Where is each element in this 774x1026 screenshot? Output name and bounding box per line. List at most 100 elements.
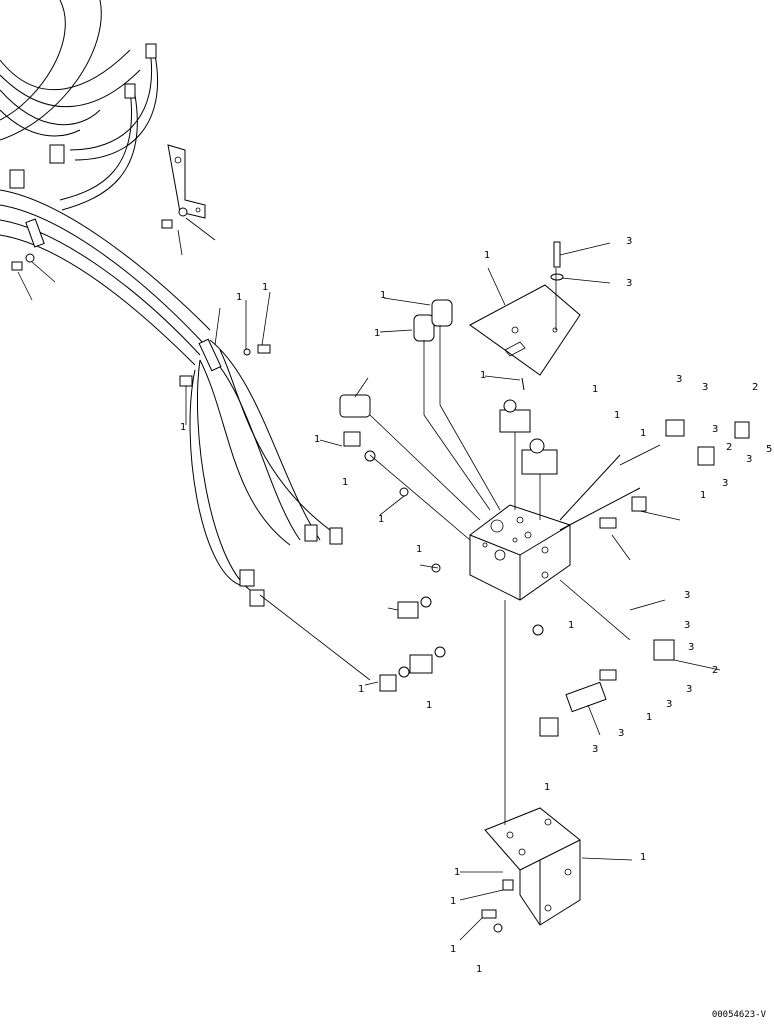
- callout-18: 3: [722, 478, 728, 489]
- bolt-1: [11, 261, 23, 271]
- callout-12: 3: [676, 374, 682, 385]
- cover-plate: [469, 284, 581, 376]
- bolt-4: [481, 909, 497, 919]
- elbow-fitting-6: [379, 674, 397, 692]
- callout-20: 1: [700, 490, 706, 501]
- bolt-top: [553, 241, 561, 268]
- right-fittings: [539, 419, 750, 737]
- stop-valve-2: [521, 449, 558, 475]
- callout-10: 1: [314, 434, 320, 445]
- bolt-2: [161, 219, 173, 229]
- callout-9: 1: [640, 428, 646, 439]
- o-ring-1: [364, 450, 376, 462]
- elbow-fitting-3: [653, 639, 675, 661]
- harness-bracket: [167, 144, 206, 219]
- elbow-fitting-4: [343, 431, 361, 447]
- adapter-1: [697, 446, 715, 466]
- elbow-fitting-1: [665, 419, 685, 437]
- hose-fitting-6: [249, 589, 265, 607]
- leader-lines: [17, 217, 721, 941]
- adapter-2: [539, 717, 559, 737]
- elbow-fitting-5: [397, 601, 419, 619]
- callout-40: 1: [180, 422, 186, 433]
- callout-35: 1: [450, 896, 456, 907]
- callout-43: 1: [544, 782, 550, 793]
- solenoid-connector: [339, 394, 371, 418]
- callout-26: 2: [712, 665, 718, 676]
- callout-14: 2: [752, 382, 758, 393]
- elbow-fitting-2: [734, 421, 750, 439]
- callout-34: 1: [454, 867, 460, 878]
- callout-23: 3: [684, 590, 690, 601]
- connector-1: [49, 144, 65, 164]
- callout-22: 1: [416, 544, 422, 555]
- callout-24: 3: [684, 620, 690, 631]
- callout-28: 3: [666, 699, 672, 710]
- o-ring-4: [398, 666, 410, 678]
- callout-17: 3: [746, 454, 752, 465]
- harness-hardware: [11, 207, 271, 387]
- connector-2: [9, 169, 25, 189]
- callout-8: 1: [614, 410, 620, 421]
- callout-7: 1: [592, 384, 598, 395]
- pressure-switch-2: [431, 299, 453, 327]
- callout-31: 3: [592, 744, 598, 755]
- pressure-switches: [339, 241, 564, 475]
- washer-top: [550, 273, 564, 281]
- callout-37: 1: [476, 964, 482, 975]
- callout-39: 1: [262, 282, 268, 293]
- hose-harness: [0, 0, 343, 607]
- callout-42: 1: [426, 700, 432, 711]
- nut-2: [532, 624, 544, 636]
- callout-11: 1: [342, 477, 348, 488]
- callout-38: 1: [236, 292, 242, 303]
- washer-5: [493, 923, 503, 933]
- callout-5: 1: [374, 328, 380, 339]
- washer-3: [243, 348, 251, 356]
- callout-27: 3: [686, 684, 692, 695]
- nut-3: [502, 879, 514, 891]
- hose-fitting-3: [304, 524, 318, 542]
- callout-21: 1: [378, 514, 384, 525]
- hose-fitting-1: [145, 43, 157, 59]
- pressure-switch-1: [413, 314, 435, 342]
- callout-32: 1: [568, 620, 574, 631]
- callout-13: 3: [702, 382, 708, 393]
- mounting-bracket: [481, 807, 581, 933]
- callout-4: 1: [380, 290, 386, 301]
- valve-knob-1: [503, 399, 517, 413]
- harness-band-2: [198, 338, 222, 372]
- callout-30: 1: [646, 712, 652, 723]
- o-ring-3: [434, 646, 446, 658]
- nut-1: [179, 375, 193, 387]
- callout-6: 1: [480, 370, 486, 381]
- callout-19: 5: [766, 444, 772, 455]
- harness-band-1: [25, 218, 45, 248]
- orifice-1: [599, 517, 617, 529]
- left-fittings: [343, 431, 544, 692]
- washer-4: [399, 487, 409, 497]
- callout-2: 3: [626, 278, 632, 289]
- hose-fitting-4: [329, 527, 343, 545]
- callout-41: 1: [358, 684, 364, 695]
- hose-fitting-2: [124, 83, 136, 99]
- callout-16: 2: [726, 442, 732, 453]
- callout-33: 1: [640, 852, 646, 863]
- hose-fitting-5: [239, 569, 255, 587]
- assembly-lines: [259, 268, 631, 825]
- washer-1: [25, 253, 35, 263]
- spring-1: [599, 669, 617, 681]
- callout-15: 3: [712, 424, 718, 435]
- document-id: 00054623-V: [711, 1010, 766, 1020]
- o-ring-2: [420, 596, 432, 608]
- callout-25: 3: [688, 642, 694, 653]
- plug-1: [631, 496, 647, 512]
- check-valve: [565, 681, 607, 713]
- callout-1: 3: [626, 236, 632, 247]
- washer-2: [178, 207, 188, 217]
- valve-block: [469, 504, 571, 601]
- valve-knob-2: [529, 438, 545, 454]
- callout-29: 3: [618, 728, 624, 739]
